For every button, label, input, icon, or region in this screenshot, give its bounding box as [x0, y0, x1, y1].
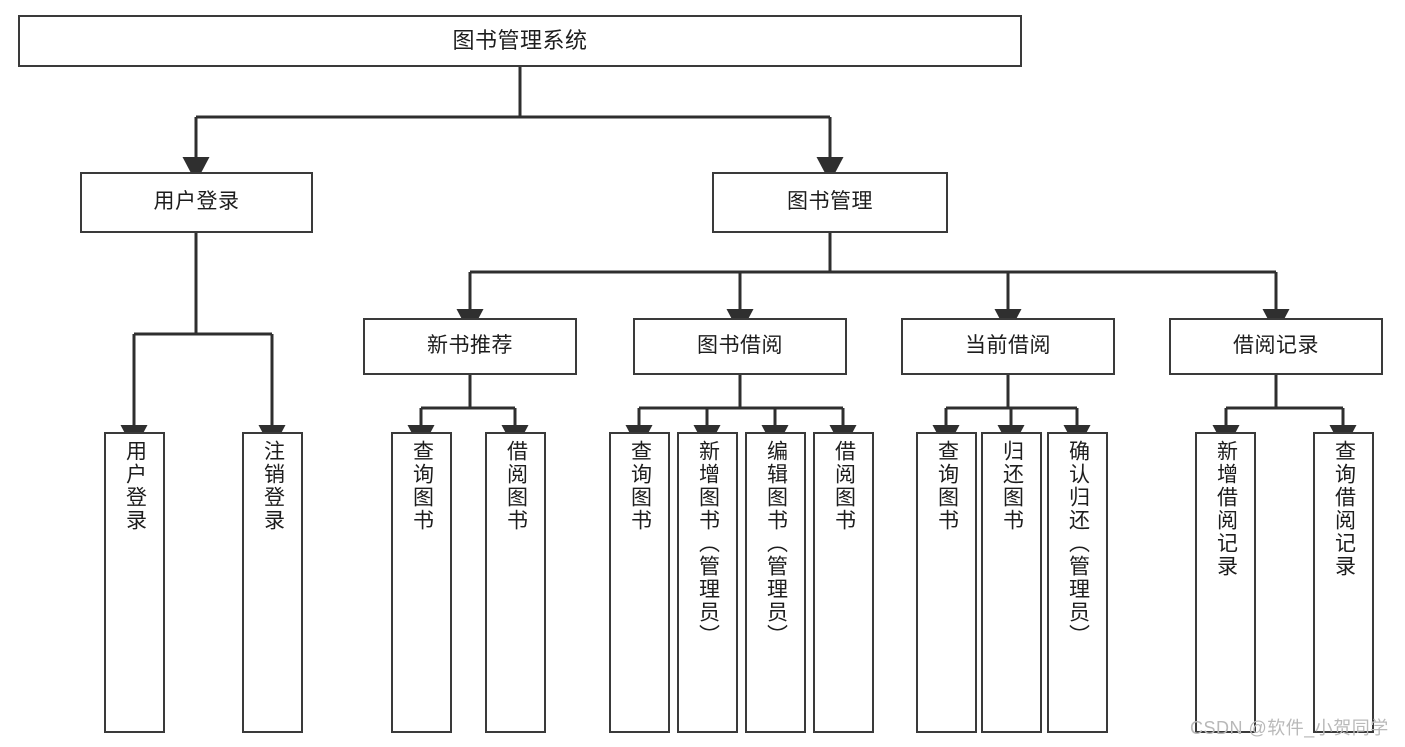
- csdn-watermark: CSDN @软件_小贺同学: [1190, 718, 1389, 738]
- node-leaf-query-book-1-label: 查询图书: [410, 440, 434, 532]
- node-borrow-record[interactable]: 借阅记录: [1169, 318, 1383, 375]
- node-leaf-query-book-3[interactable]: 查询图书: [916, 432, 977, 733]
- node-leaf-edit-book-label: 编辑图书（管理员）: [764, 440, 788, 647]
- node-leaf-query-book-3-label: 查询图书: [935, 440, 959, 532]
- node-leaf-query-record-label: 查询借阅记录: [1332, 440, 1356, 578]
- node-current-borrow[interactable]: 当前借阅: [901, 318, 1115, 375]
- node-leaf-user-login-label: 用户登录: [123, 440, 147, 532]
- node-leaf-query-book-1[interactable]: 查询图书: [391, 432, 452, 733]
- node-user-login-label: 用户登录: [153, 190, 240, 214]
- node-leaf-user-login[interactable]: 用户登录: [104, 432, 165, 733]
- node-leaf-query-book-2-label: 查询图书: [628, 440, 652, 532]
- node-new-book-recommend-label: 新书推荐: [427, 334, 513, 358]
- node-current-borrow-label: 当前借阅: [965, 334, 1051, 358]
- node-leaf-confirm-return-label: 确认归还（管理员）: [1066, 440, 1090, 647]
- node-leaf-borrow-book-2[interactable]: 借阅图书: [813, 432, 874, 733]
- node-root-label: 图书管理系统: [452, 28, 588, 54]
- node-book-borrow[interactable]: 图书借阅: [633, 318, 847, 375]
- node-book-management-label: 图书管理: [787, 190, 873, 214]
- node-root[interactable]: 图书管理系统: [18, 15, 1022, 67]
- node-new-book-recommend[interactable]: 新书推荐: [363, 318, 577, 375]
- node-leaf-borrow-book-1-label: 借阅图书: [504, 440, 528, 532]
- node-book-management[interactable]: 图书管理: [712, 172, 948, 233]
- node-borrow-record-label: 借阅记录: [1233, 334, 1319, 358]
- node-leaf-query-book-2[interactable]: 查询图书: [609, 432, 670, 733]
- node-leaf-return-book-label: 归还图书: [1000, 440, 1024, 532]
- node-book-borrow-label: 图书借阅: [697, 334, 783, 358]
- node-leaf-return-book[interactable]: 归还图书: [981, 432, 1042, 733]
- node-leaf-logout-login-label: 注销登录: [261, 440, 285, 532]
- node-leaf-add-book-label: 新增图书（管理员）: [696, 440, 720, 647]
- node-leaf-logout-login[interactable]: 注销登录: [242, 432, 303, 733]
- node-leaf-edit-book[interactable]: 编辑图书（管理员）: [745, 432, 806, 733]
- node-user-login[interactable]: 用户登录: [80, 172, 313, 233]
- node-leaf-add-record[interactable]: 新增借阅记录: [1195, 432, 1256, 733]
- node-leaf-add-record-label: 新增借阅记录: [1214, 440, 1238, 578]
- node-leaf-query-record[interactable]: 查询借阅记录: [1313, 432, 1374, 733]
- node-leaf-borrow-book-1[interactable]: 借阅图书: [485, 432, 546, 733]
- node-leaf-add-book[interactable]: 新增图书（管理员）: [677, 432, 738, 733]
- node-leaf-confirm-return[interactable]: 确认归还（管理员）: [1047, 432, 1108, 733]
- node-leaf-borrow-book-2-label: 借阅图书: [832, 440, 856, 532]
